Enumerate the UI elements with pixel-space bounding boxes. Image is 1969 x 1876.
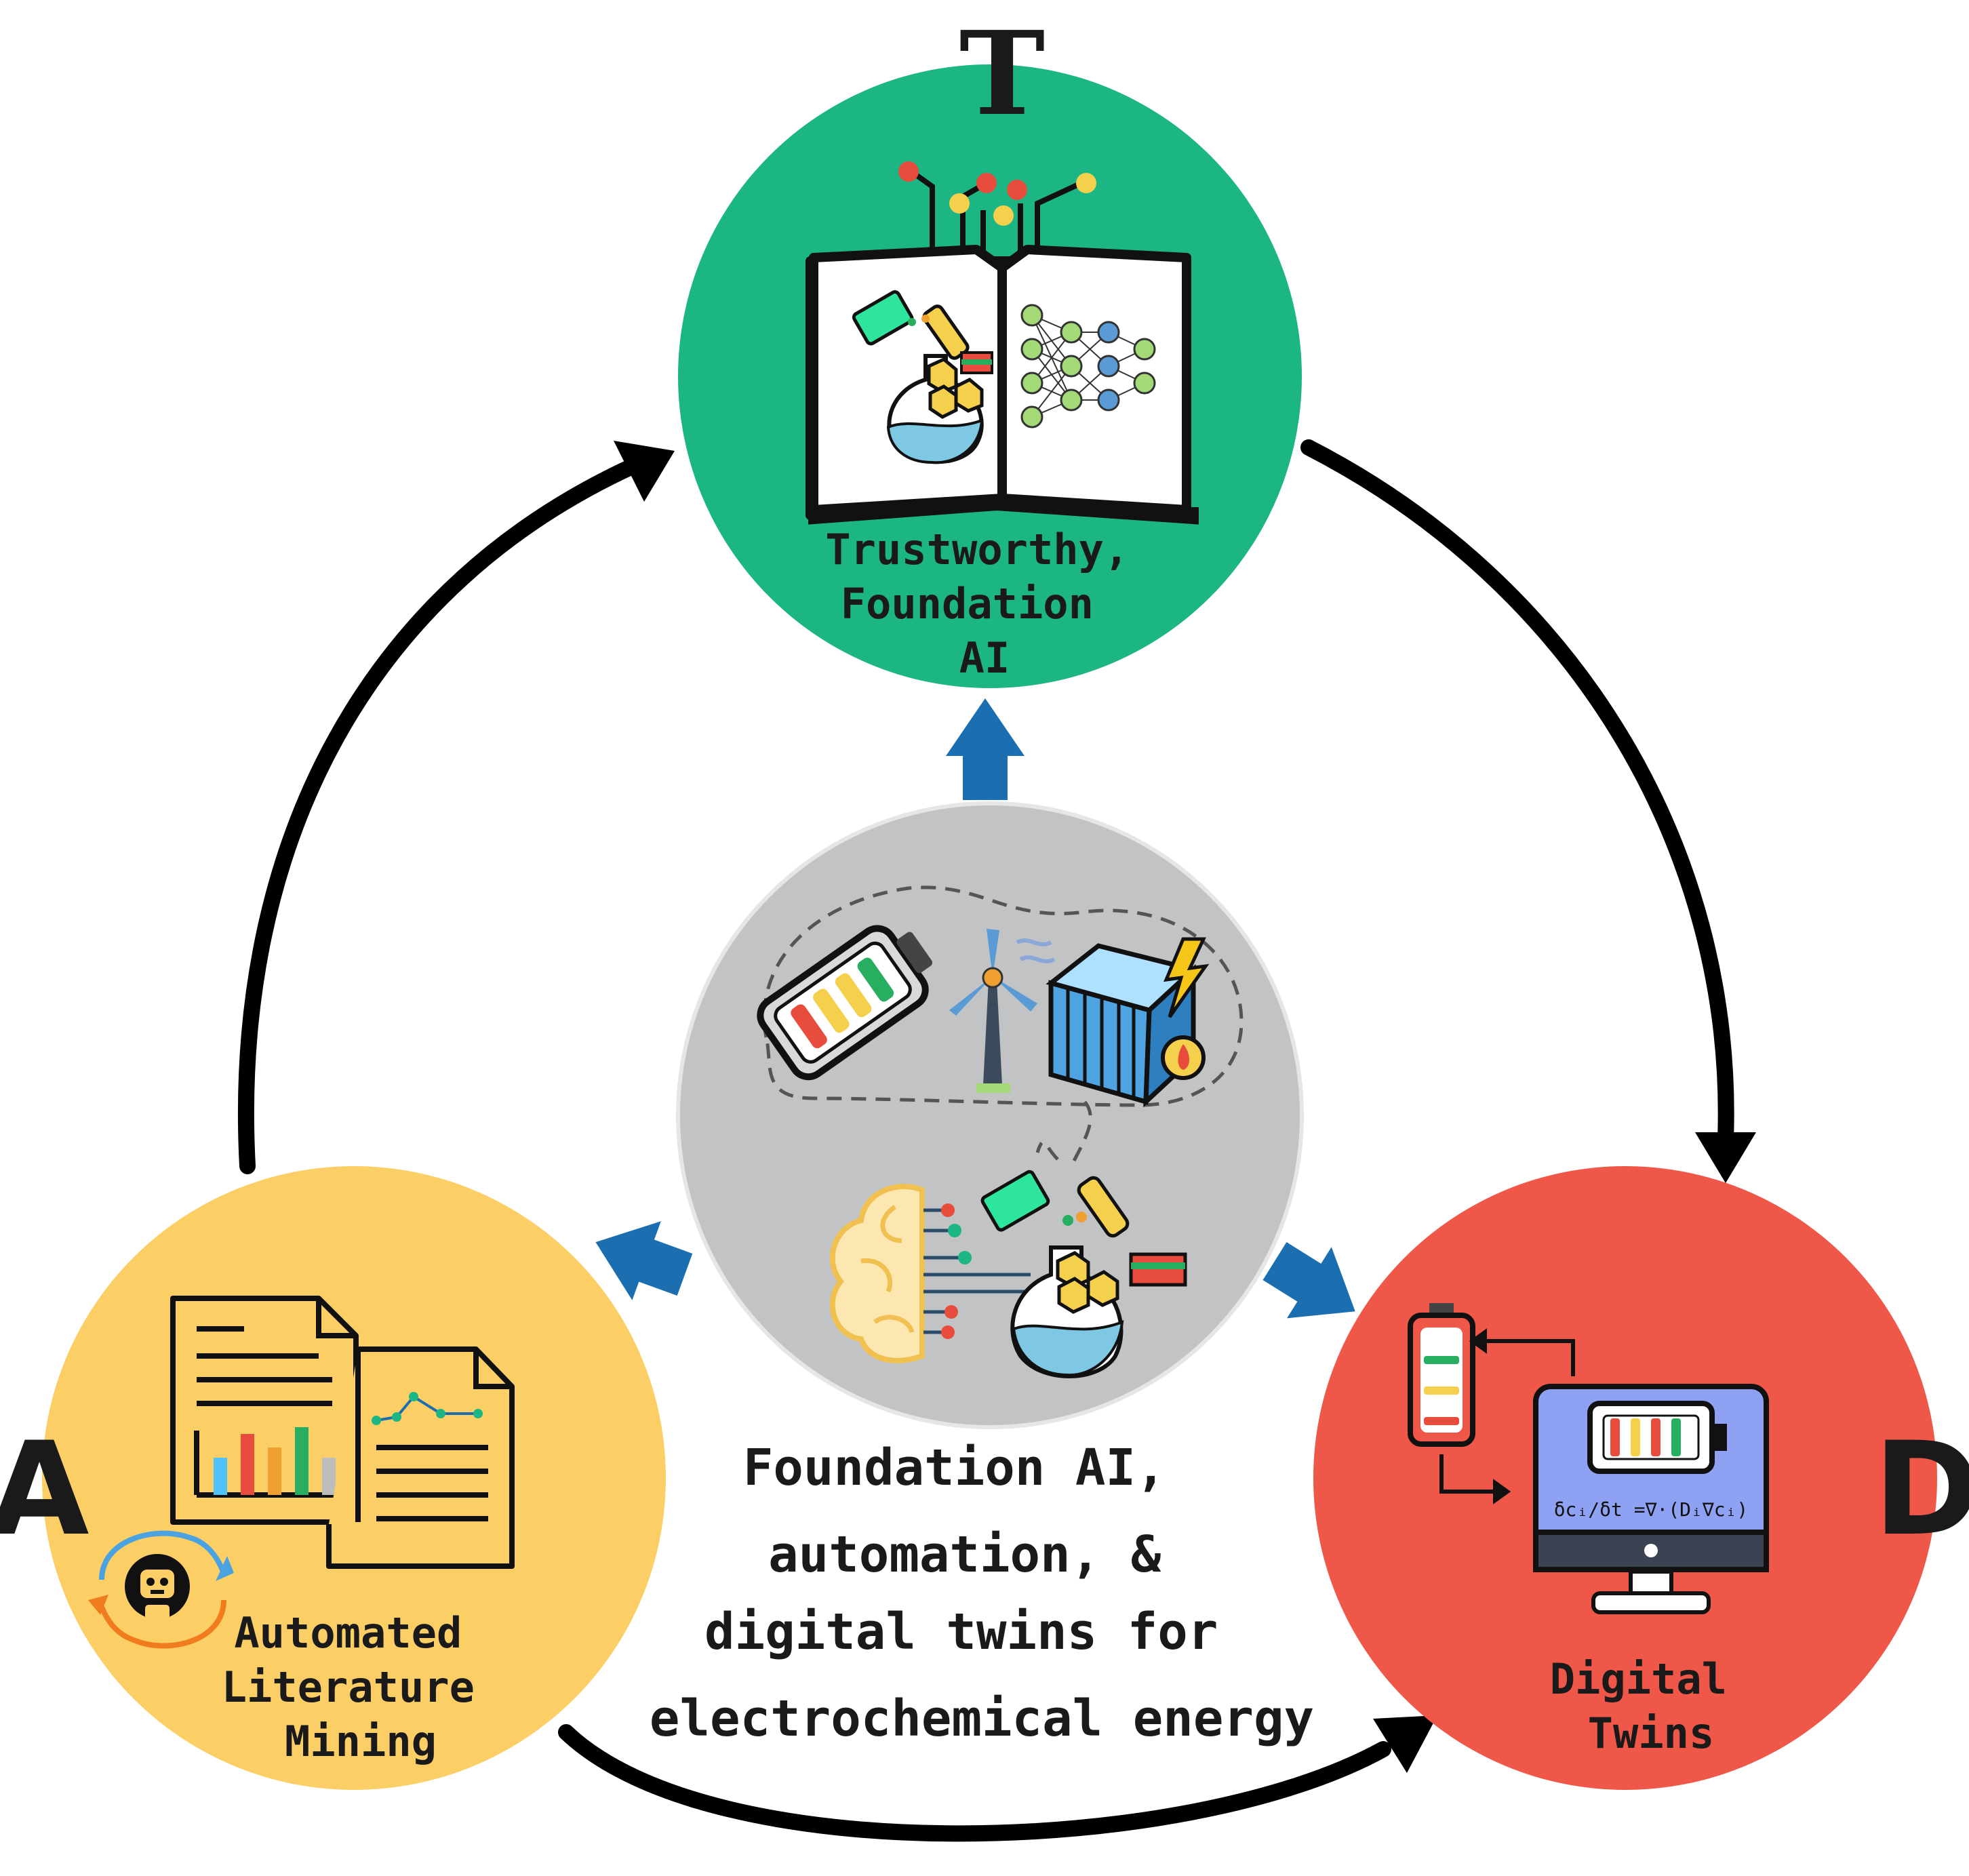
top-label-line-1: Trustworthy, <box>825 525 1129 574</box>
top-label-line-3: AI <box>959 633 1010 683</box>
arrow-a-to-t-head <box>614 441 675 502</box>
flask-icon <box>852 290 993 464</box>
top-node: Trustworthy, Foundation AI <box>678 64 1302 688</box>
arrow-a-to-d <box>558 1724 1391 1842</box>
left-label-line-1: Automated <box>234 1608 462 1658</box>
battery-icon <box>757 925 933 1081</box>
svg-text:Foundation AI, automation,: Foundation AI, automation, & digital twi… <box>650 1439 1314 1748</box>
center-node-circle <box>676 801 1304 1429</box>
center-node <box>676 801 1304 1429</box>
center-caption-line-2: automation, & <box>768 1525 1161 1584</box>
svg-text:Trustworthy, Foundation: Trustworthy, Foundation AI <box>825 525 1154 683</box>
arrow-a-to-t <box>237 453 652 1174</box>
monitor-icon: δcᵢ/δt =∇·(Dᵢ∇cᵢ) <box>1533 1384 1769 1614</box>
dashed-path <box>762 885 1244 1167</box>
cycle-arrows-icon <box>1439 1328 1575 1504</box>
left-label-line-3: Mining <box>285 1717 437 1766</box>
center-caption-line-4: electrochemical energy <box>650 1690 1314 1748</box>
bar-chart-icon <box>214 1427 336 1495</box>
left-node: Automated Literature Mining <box>42 1166 666 1790</box>
fuel-cell-icon <box>1046 937 1210 1108</box>
blue-arrows <box>595 698 1355 1319</box>
blue-arrow-left <box>595 1221 693 1300</box>
cycle-arrows <box>237 439 1756 1842</box>
wind-turbine-icon <box>949 929 1056 1093</box>
blue-arrow-right <box>1262 1242 1355 1319</box>
arrow-t-to-d <box>1300 439 1734 1147</box>
svg-text:Digital Twins: Digital Twins <box>1550 1654 1753 1758</box>
letter-d: D <box>1873 1414 1969 1564</box>
neural-network-icon <box>1020 304 1156 428</box>
flask-icon <box>980 1170 1187 1378</box>
top-label-line-2: Foundation <box>841 579 1094 628</box>
arrow-a-to-d-head <box>1373 1715 1437 1773</box>
left-label-line-2: Literature <box>222 1662 475 1712</box>
battery-icon <box>1408 1303 1475 1447</box>
letter-a: A <box>0 1414 90 1564</box>
center-caption-line-1: Foundation AI, <box>743 1439 1166 1497</box>
line-chart-icon <box>326 1346 515 1569</box>
equation-text: δcᵢ/δt =∇·(Dᵢ∇cᵢ) <box>1554 1498 1749 1521</box>
robot-cycle-icon <box>88 1530 234 1649</box>
letter-t: T <box>959 6 1046 142</box>
blue-arrow-up <box>946 698 1025 800</box>
svg-text:Automated Literature: Automated Literature Mining <box>222 1608 500 1766</box>
arrow-t-to-d-head <box>1695 1132 1756 1183</box>
brain-icon <box>829 1184 1031 1363</box>
center-caption-line-3: digital twins for <box>704 1603 1218 1661</box>
right-label-line-2: Twins <box>1588 1709 1715 1758</box>
right-label-line-1: Digital <box>1550 1654 1727 1704</box>
right-node: δcᵢ/δt =∇·(Dᵢ∇cᵢ) Digital Twins <box>1313 1166 1937 1790</box>
